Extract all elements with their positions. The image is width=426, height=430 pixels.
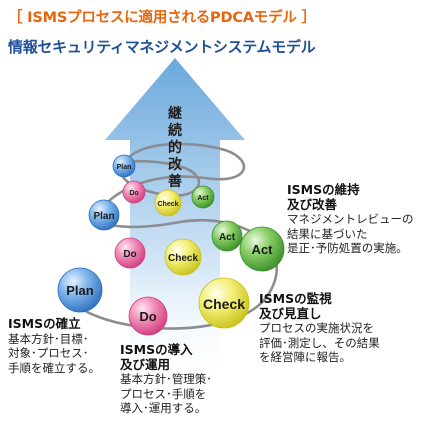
do-circle-small (122, 180, 146, 204)
page-title: ［ ISMSプロセスに適用されるPDCAモデル ］ (8, 10, 316, 26)
check-description: ISMSの監視 及び見直し プロセスの実施状況を 評価･測定し、その結果 を経営… (259, 291, 380, 365)
plan-text-line: 対象･プロセス･ (8, 346, 89, 360)
check-heading: ISMSの監視 (259, 291, 332, 306)
act-label-medium: Act (219, 232, 236, 243)
do-label-medium: Do (123, 249, 136, 260)
do-label-small: Do (129, 190, 138, 197)
spiral-path (63, 142, 278, 330)
plan-label-large: Plan (66, 283, 94, 298)
act-description: ISMSの維持 及び改善 マネジメントレビューの 結果に基づいた 是正･予防処置… (287, 182, 414, 256)
plan-description: ISMSの確立 基本方針･目標･ 対象･プロセス･ 手順を確立する。 (8, 316, 100, 375)
plan-label-medium: Plan (93, 211, 114, 222)
check-text-line: 評価･測定し、その結果 (259, 335, 380, 350)
plan-circle-large (57, 267, 103, 313)
act-circle-small (191, 185, 215, 209)
do-label-large: Do (139, 309, 156, 324)
plan-circle-small (112, 154, 136, 178)
act-text-line: 是正･予防処置の実施。 (287, 241, 408, 255)
do-text-line: 基本方針･管理策･ (120, 372, 212, 386)
do-description: ISMSの導入 及び運用 基本方針･管理策･ プロセス･手順を 導入･運用する。 (120, 342, 212, 416)
check-circle-small (154, 189, 182, 217)
do-heading: ISMSの導入 (120, 342, 193, 357)
check-circle-large (198, 277, 250, 329)
check-label-large: Check (203, 296, 245, 312)
check-circle-medium (164, 238, 202, 276)
check-text-line: プロセスの実施状況を (259, 321, 374, 335)
plan-circle-medium (88, 199, 120, 231)
arrow-label-char: 続 (168, 122, 182, 139)
do-circle-medium (114, 237, 146, 269)
plan-heading: ISMSの確立 (8, 316, 81, 331)
plan-text-line: 基本方針･目標･ (8, 331, 89, 346)
act-heading: 及び改善 (287, 196, 338, 212)
check-label-small: Check (157, 201, 178, 208)
act-label-large: Act (252, 242, 274, 257)
plan-text-line: 手順を確立する。 (8, 360, 100, 375)
act-heading: ISMSの維持 (287, 182, 360, 197)
act-text-line: マネジメントレビューの (287, 212, 414, 226)
do-heading: 及び運用 (120, 356, 171, 372)
arrow-label-char: 善 (168, 173, 182, 190)
check-heading: 及び見直し (259, 305, 322, 321)
do-text-line: プロセス･手順を (120, 386, 207, 401)
act-label-small: Act (197, 195, 209, 202)
do-circle-large (128, 296, 168, 336)
act-circle-large (239, 226, 285, 272)
arrow-label-char: 改 (168, 156, 183, 173)
act-circle-medium (211, 220, 243, 252)
do-text-line: 導入･運用する。 (120, 401, 207, 415)
check-label-medium: Check (168, 253, 198, 264)
arrow-label-char: 的 (168, 139, 182, 156)
check-text-line: を経営陣に報告。 (259, 350, 351, 364)
page-subtitle: 情報セキュリティマネジメントシステムモデル (8, 38, 316, 56)
plan-label-small: Plan (117, 164, 132, 171)
arrow-label-char: 継 (168, 105, 182, 122)
act-text-line: 結果に基づいた (287, 226, 368, 241)
